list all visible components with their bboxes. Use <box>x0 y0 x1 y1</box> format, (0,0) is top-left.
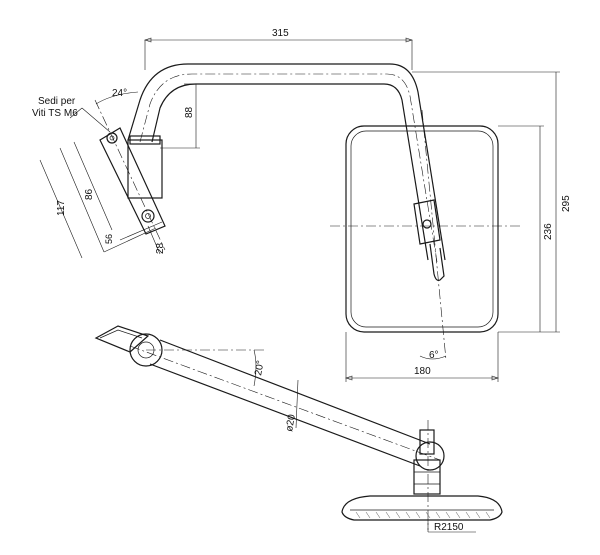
dims-top <box>39 37 413 259</box>
dim-180-label: 180 <box>414 366 431 377</box>
dim-28-label: 28 <box>155 242 166 254</box>
dim-86-label: 86 <box>84 188 95 200</box>
mirror-side <box>341 495 503 533</box>
bottom-arm <box>94 325 445 530</box>
dim-315-label: 315 <box>272 28 289 39</box>
dim-295-label: 295 <box>561 195 572 212</box>
mount-clamp <box>94 99 166 251</box>
dim-88-label: 88 <box>184 106 195 118</box>
dim-117-label: 117 <box>56 200 67 216</box>
angle-6-label: 6° <box>429 350 439 361</box>
dim-236-label: 236 <box>543 223 554 240</box>
diameter-20-label: ø20 <box>284 413 298 432</box>
mirror-front <box>330 109 520 361</box>
angle-24-label: 24° <box>112 88 127 99</box>
note-line-2: Viti TS M6 <box>32 108 78 119</box>
note-line-1: Sedi per <box>38 96 76 107</box>
dim-56-label: 56 <box>104 234 114 244</box>
dims-mirror <box>345 71 560 382</box>
radius-label: R2150 <box>434 522 464 533</box>
top-arm <box>127 63 446 263</box>
angle-20-label: 20° <box>253 360 266 377</box>
